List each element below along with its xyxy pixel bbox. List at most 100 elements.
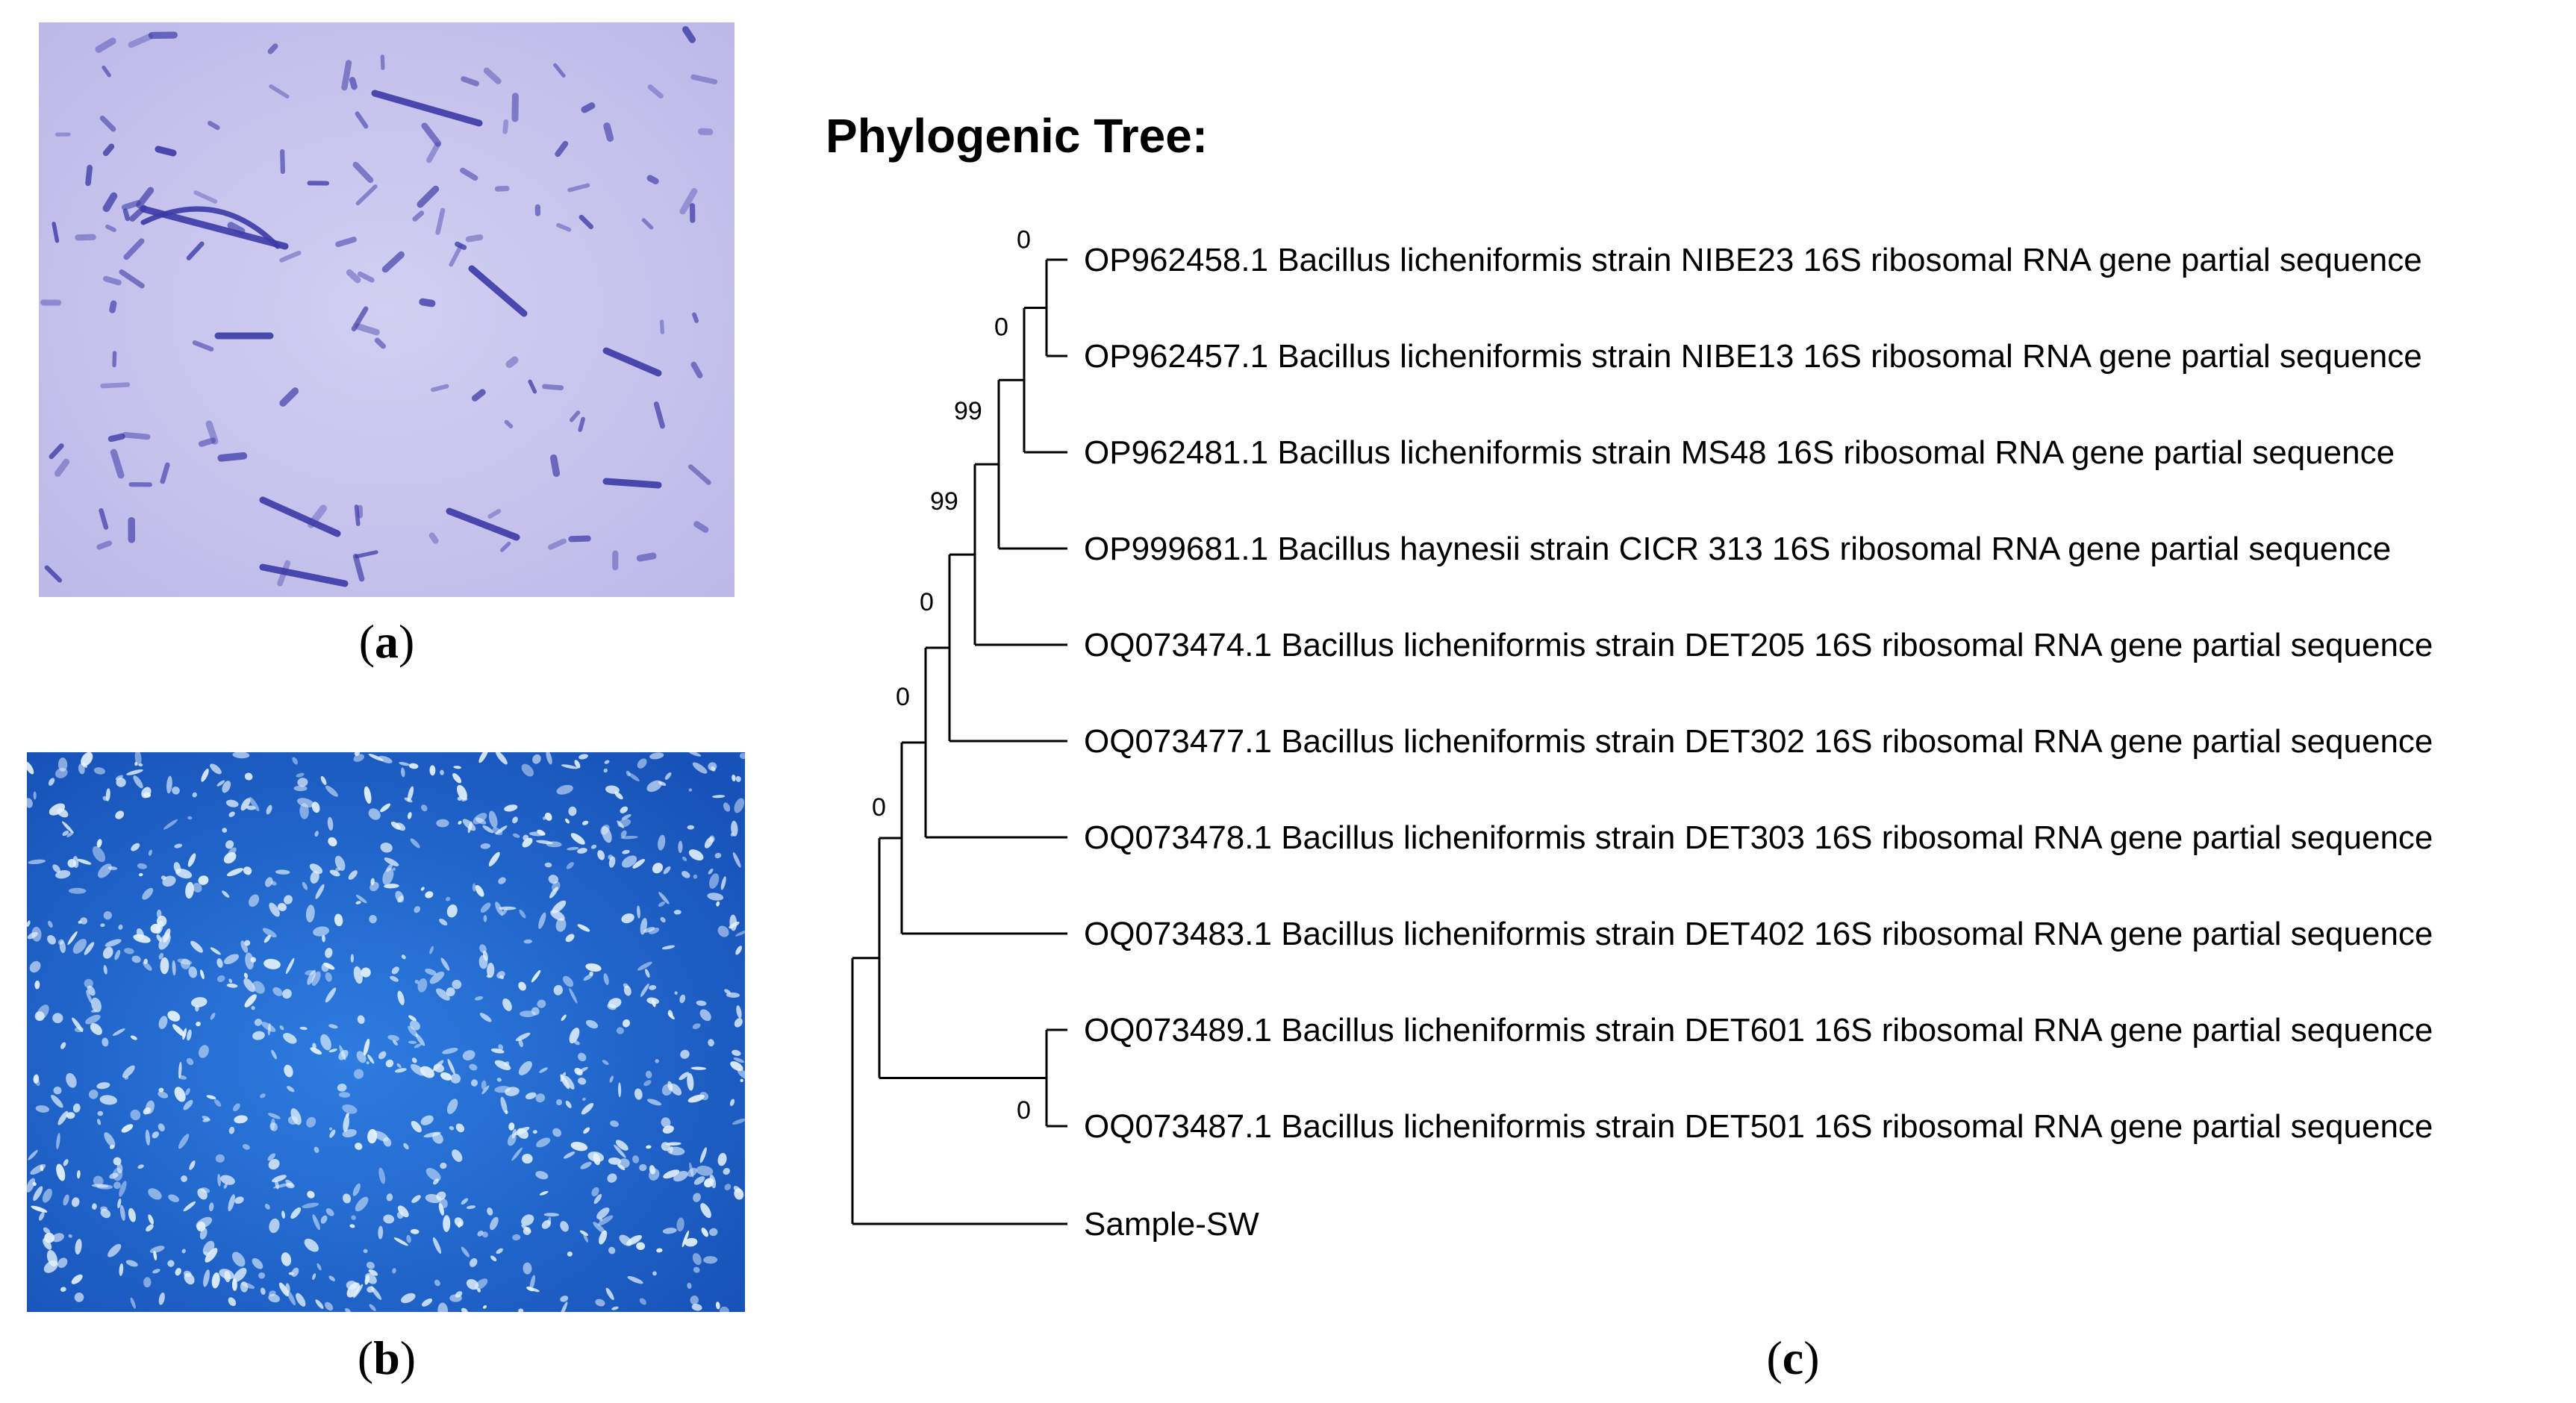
spore	[581, 820, 589, 825]
bacterium-rod	[690, 361, 703, 378]
spore	[130, 1109, 141, 1121]
spore	[469, 1257, 478, 1267]
spore	[519, 909, 526, 919]
spore	[396, 822, 406, 831]
spore	[307, 1190, 315, 1199]
spore	[102, 796, 108, 802]
spore	[553, 984, 563, 996]
spore	[322, 934, 325, 943]
spore	[113, 1157, 122, 1166]
spore	[119, 1204, 125, 1221]
spore	[146, 1224, 154, 1232]
spore	[166, 775, 172, 794]
spore	[85, 1014, 101, 1025]
spore	[678, 840, 683, 854]
spore	[399, 761, 410, 766]
spore	[583, 1127, 590, 1134]
spore	[114, 949, 121, 960]
spore	[268, 1158, 280, 1170]
spore	[84, 942, 95, 955]
spore	[621, 855, 637, 868]
spore	[714, 852, 722, 859]
spore	[60, 1287, 66, 1292]
spore	[216, 958, 223, 968]
spore	[189, 1160, 196, 1170]
spore	[658, 892, 670, 904]
spore	[52, 1233, 64, 1243]
spore	[97, 1119, 102, 1125]
spore	[245, 952, 254, 970]
spore	[429, 946, 434, 954]
spore	[684, 1237, 698, 1247]
spore	[734, 798, 745, 813]
bacterium-rod	[578, 416, 586, 432]
spore	[704, 1178, 714, 1188]
bacterium-rod	[371, 90, 483, 127]
bacterium-rod	[500, 541, 511, 552]
bacterium-rod	[112, 351, 117, 368]
bacterium-rod	[692, 312, 699, 323]
spore	[369, 1304, 376, 1311]
spore	[112, 1028, 125, 1037]
spore	[287, 1116, 299, 1125]
leaf-label: OQ073477.1 Bacillus licheniformis strain…	[1084, 723, 2433, 760]
spore	[511, 1147, 523, 1161]
spore	[496, 971, 505, 979]
spore	[84, 978, 93, 988]
spore	[368, 753, 384, 761]
spore	[263, 934, 271, 943]
spore	[366, 1061, 369, 1065]
bacterium-rod	[417, 185, 440, 208]
spore	[163, 819, 178, 830]
spore	[731, 820, 738, 837]
spore	[408, 1025, 418, 1037]
spore	[158, 1016, 168, 1029]
spore	[266, 804, 272, 815]
spore	[134, 752, 142, 766]
spore	[172, 960, 176, 976]
spore	[593, 1193, 602, 1204]
bacterium-rod	[207, 120, 220, 131]
spore	[567, 846, 579, 851]
spore	[190, 940, 203, 953]
bacterium-rod	[205, 420, 219, 445]
spore	[328, 1024, 338, 1029]
spore	[72, 1017, 84, 1032]
spore	[445, 896, 451, 902]
spore	[226, 868, 243, 877]
spore	[188, 966, 198, 978]
spore	[587, 1152, 605, 1163]
spore	[518, 981, 527, 991]
bacterium-rod	[217, 452, 248, 462]
bacterium-rod	[95, 37, 116, 53]
spore	[57, 1257, 68, 1268]
spore	[599, 1217, 603, 1222]
spore	[223, 1183, 228, 1189]
spore	[208, 1202, 214, 1212]
spore	[610, 1120, 619, 1128]
spore	[504, 1061, 510, 1067]
spore	[213, 1099, 222, 1107]
spore	[477, 1288, 481, 1293]
spore	[334, 855, 346, 871]
spore	[107, 866, 118, 870]
spore	[299, 1026, 308, 1031]
spore	[272, 1175, 287, 1183]
spore	[325, 1208, 334, 1216]
spore	[432, 1132, 443, 1144]
bacterium-rod	[374, 337, 386, 349]
spore	[48, 920, 53, 928]
spore	[425, 891, 434, 899]
bacterium-rod	[110, 449, 125, 479]
bacterium-rod	[186, 241, 205, 260]
spore	[420, 887, 425, 891]
spore	[442, 1048, 458, 1054]
spore	[190, 997, 208, 1007]
bacterium-rod	[355, 184, 378, 206]
spore	[158, 1123, 165, 1132]
spore	[96, 1082, 110, 1090]
spore	[518, 1039, 523, 1048]
spore	[187, 853, 196, 867]
spore	[420, 1115, 434, 1125]
spore	[614, 1144, 626, 1158]
